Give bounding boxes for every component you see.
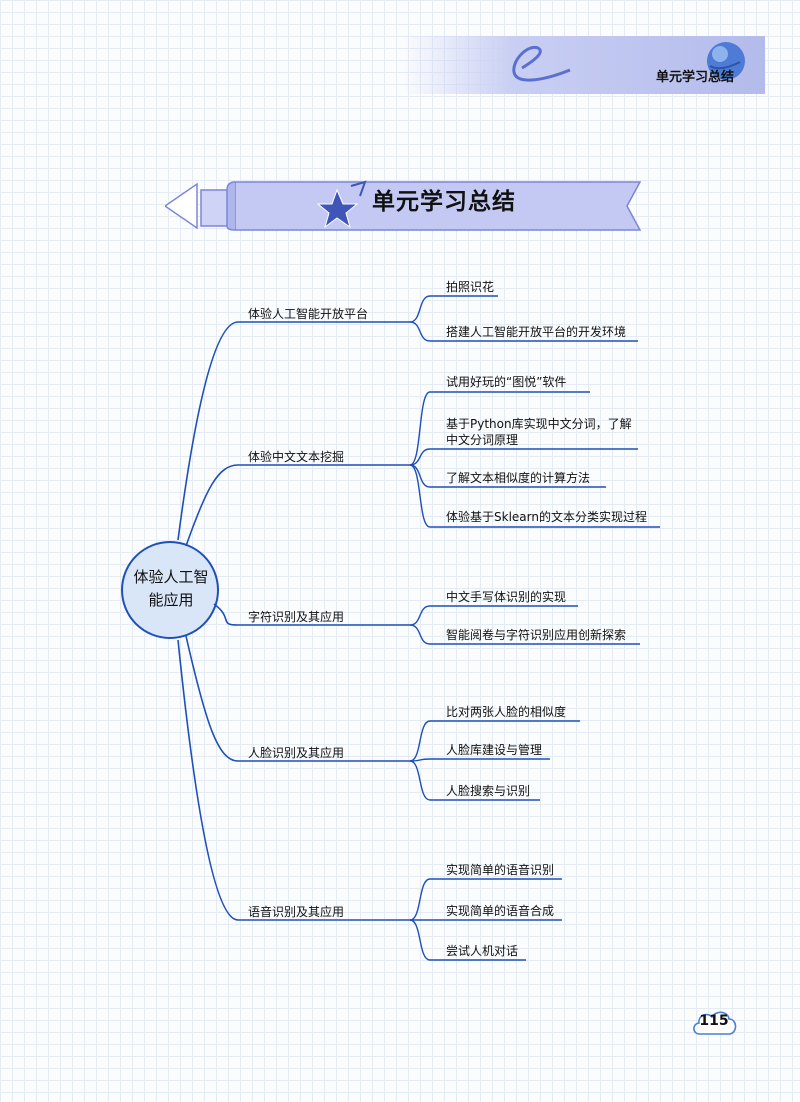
leaf-label: 比对两张人脸的相似度 bbox=[446, 705, 567, 719]
center-label-line1: 体验人工智 bbox=[133, 568, 209, 586]
leaf-connector bbox=[409, 720, 431, 762]
mindmap-center-node bbox=[121, 541, 219, 639]
leaf-connector bbox=[409, 878, 431, 921]
leaf-connector bbox=[409, 448, 431, 466]
leaf-connector bbox=[409, 391, 431, 466]
leaf-label: 人脸库建设与管理 bbox=[446, 743, 543, 757]
page-number-cloud-icon bbox=[693, 1011, 737, 1035]
branch-connector bbox=[185, 464, 239, 547]
leaf-connector bbox=[409, 321, 431, 342]
leaf-label: 了解文本相似度的计算方法 bbox=[446, 471, 591, 485]
leaf-label-line2: 中文分词原理 bbox=[446, 433, 519, 447]
leaf-connector bbox=[409, 624, 431, 645]
leaf-connector bbox=[409, 919, 431, 961]
leaf-label: 基于Python库实现中文分词，了解 bbox=[446, 417, 632, 431]
branch-connector bbox=[177, 321, 239, 541]
leaf-connector bbox=[409, 464, 431, 488]
leaf-connector bbox=[409, 760, 431, 801]
branch-label-speech: 语音识别及其应用 bbox=[248, 905, 345, 919]
center-label-line2: 能应用 bbox=[148, 591, 194, 609]
leaf-label: 人脸搜索与识别 bbox=[446, 784, 531, 798]
header-title: 单元学习总结 bbox=[656, 70, 735, 85]
banner-title: 单元学习总结 bbox=[372, 189, 516, 215]
leaf-connector bbox=[409, 295, 431, 323]
mindmap-center-label: 体验人工智 能应用 bbox=[123, 566, 219, 612]
leaf-connector bbox=[409, 605, 431, 626]
leaf-label: 拍照识花 bbox=[446, 280, 495, 294]
leaf-label: 搭建人工智能开放平台的开发环境 bbox=[446, 325, 627, 339]
leaf-label: 实现简单的语音识别 bbox=[446, 863, 555, 877]
branch-label-ai-platform: 体验人工智能开放平台 bbox=[248, 307, 369, 321]
leaf-label: 体验基于Sklearn的文本分类实现过程 bbox=[446, 510, 647, 524]
globe-e-logo-icon bbox=[512, 42, 745, 82]
branch-connector bbox=[185, 635, 239, 762]
branch-label-face: 人脸识别及其应用 bbox=[248, 746, 345, 760]
header-band bbox=[403, 36, 765, 94]
leaf-label: 中文手写体识别的实现 bbox=[446, 590, 567, 604]
leaf-connector bbox=[409, 464, 431, 528]
branch-connector bbox=[213, 603, 239, 626]
leaf-label: 尝试人机对话 bbox=[446, 944, 519, 958]
branch-label-text-mining: 体验中文文本挖掘 bbox=[248, 450, 345, 464]
page-number: 115 bbox=[699, 1013, 729, 1029]
section-banner bbox=[165, 180, 642, 231]
branch-label-ocr: 字符识别及其应用 bbox=[248, 610, 345, 624]
leaf-label: 试用好玩的“图悦”软件 bbox=[446, 375, 567, 389]
branch-connector bbox=[177, 639, 239, 921]
leaf-label: 实现简单的语音合成 bbox=[446, 904, 555, 918]
leaf-label: 智能阅卷与字符识别应用创新探索 bbox=[446, 628, 627, 642]
